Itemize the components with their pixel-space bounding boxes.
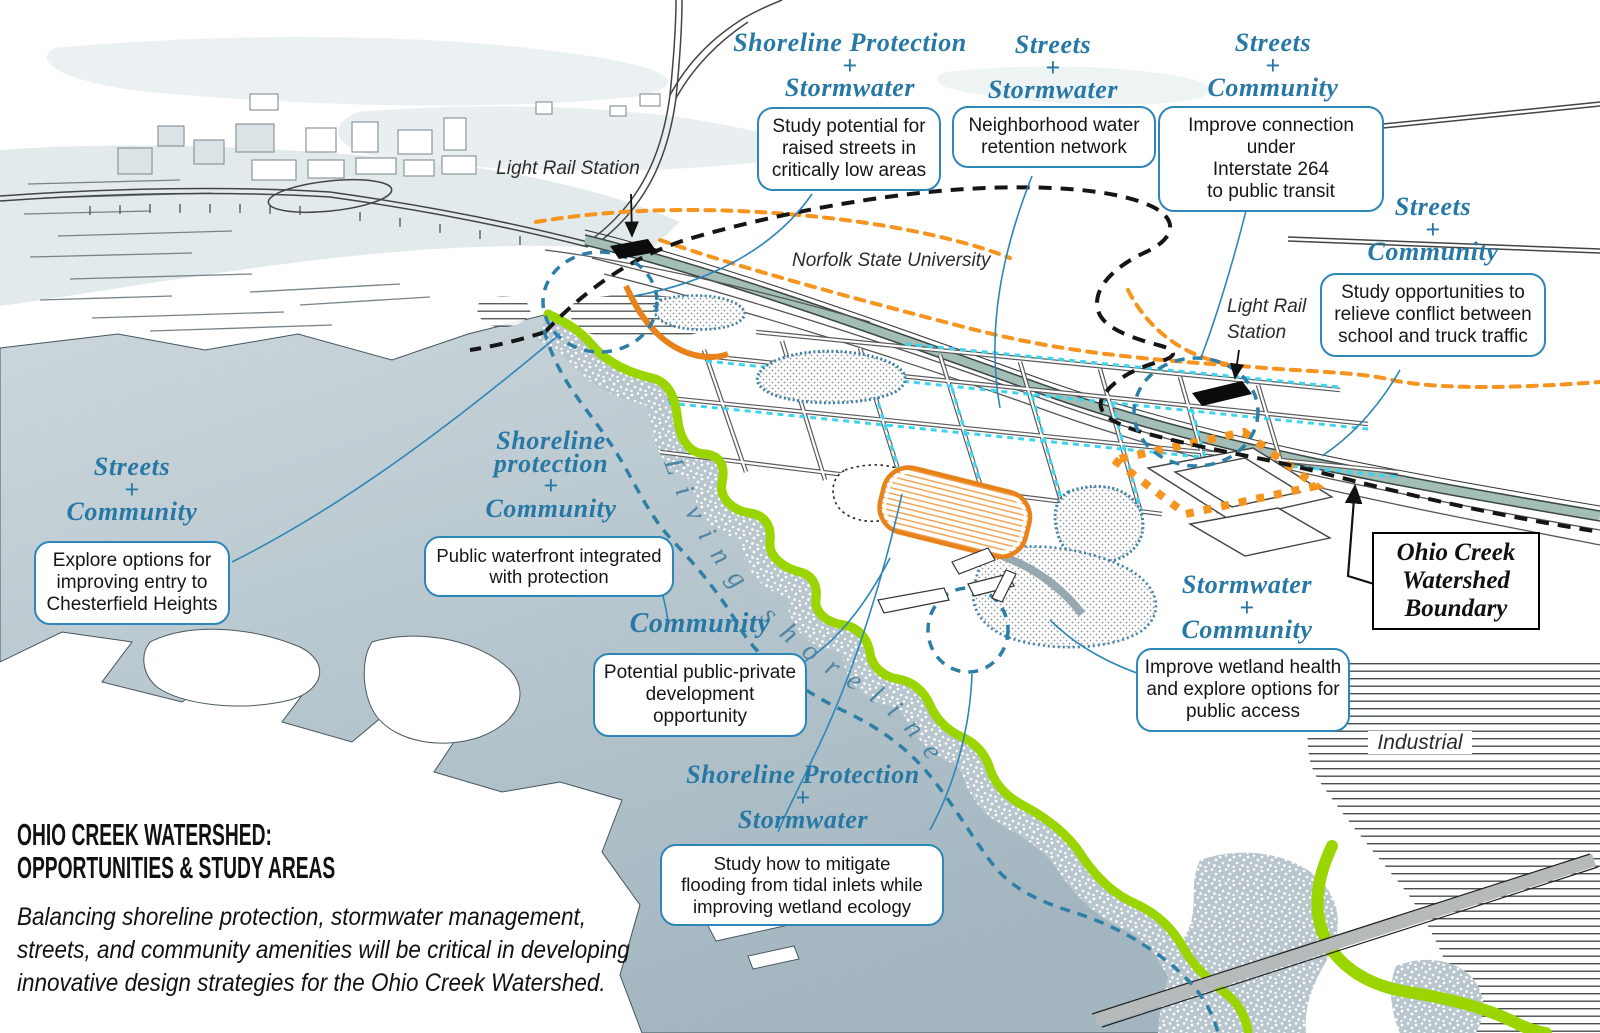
callout-chesterfield-entry: Explore options for improving entry to C… [34, 541, 230, 626]
transit-plaza-orange-dotted [1104, 427, 1326, 519]
southeast-road [1091, 853, 1599, 1028]
callout-water-retention: Neighborhood water retention network [952, 106, 1156, 169]
label-industrial: Industrial [1345, 731, 1495, 755]
category-stormwater-community: Stormwater + Community [1181, 570, 1313, 645]
callout-wetland-health: Improve wetland health and explore optio… [1136, 648, 1350, 733]
industrial-label-text: Industrial [1368, 731, 1472, 754]
callout-connector-lines [231, 175, 1401, 833]
label-norfolk-state-university: Norfolk State University [792, 250, 991, 271]
category-community: Community [629, 608, 771, 639]
light-rail-station-marker-east [1192, 381, 1252, 406]
stormwater-ponds [477, 294, 1158, 649]
development-parcel [877, 465, 1033, 560]
coastal-study-dashed-line [542, 329, 1220, 1033]
shoreline-green-line [548, 314, 1552, 1033]
study-circle-east-station [1132, 356, 1260, 468]
label-light-rail-station-east: Light Rail Station [1227, 296, 1307, 343]
category-shoreline-protection-stormwater-bottom: Shoreline Protection + Stormwater [686, 760, 920, 835]
light-rail-station-marker-west [610, 239, 657, 259]
islands [143, 628, 803, 970]
figure-title-line1: OHIO CREEK WATERSHED: [17, 817, 272, 852]
study-area-dashes [541, 250, 1260, 1033]
study-circle-west-station [541, 250, 659, 354]
callout-truck-traffic: Study opportunities to relieve conflict … [1320, 273, 1546, 358]
category-shoreline-protection-community: Shoreline protection + Community [485, 426, 617, 523]
callout-tidal-flooding: Study how to mitigate flooding from tida… [660, 844, 944, 927]
orange-route-markings [534, 207, 1600, 519]
category-streets-community-east: Streets + Community [1367, 192, 1499, 267]
watershed-boundary-label-box: Ohio Creek Watershed Boundary [1372, 532, 1540, 630]
callout-public-waterfront: Public waterfront integrated with protec… [424, 536, 674, 597]
callout-raised-streets: Study potential for raised streets in cr… [757, 107, 941, 192]
figure-title-line2: OPPORTUNITIES & STUDY AREAS [17, 850, 336, 886]
title-block: OHIO CREEK WATERSHED: OPPORTUNITIES & ST… [17, 818, 698, 1000]
category-shoreline-protection-stormwater-top: Shoreline Protection + Stormwater [733, 28, 967, 103]
category-streets-community-west: Streets + Community [66, 452, 198, 527]
category-streets-stormwater: Streets + Stormwater [987, 30, 1119, 105]
boundary-box-arrow [1344, 483, 1375, 586]
study-circle-tidal-inlet [926, 586, 1010, 674]
callout-development: Potential public-private development opp… [593, 653, 807, 738]
label-arrows [624, 193, 1375, 586]
callout-transit-connection: Improve connection under Interstate 264 … [1158, 106, 1384, 213]
city-blocks [117, 93, 661, 181]
waterfront-structures [877, 547, 1017, 614]
label-light-rail-station-west: Light Rail Station [496, 158, 640, 179]
pier-lines [23, 179, 431, 332]
watershed-boundary-dashed-line [469, 185, 1600, 534]
category-streets-community-top: Streets + Community [1207, 28, 1339, 103]
figure-description: Balancing shoreline protection, stormwat… [17, 902, 630, 997]
